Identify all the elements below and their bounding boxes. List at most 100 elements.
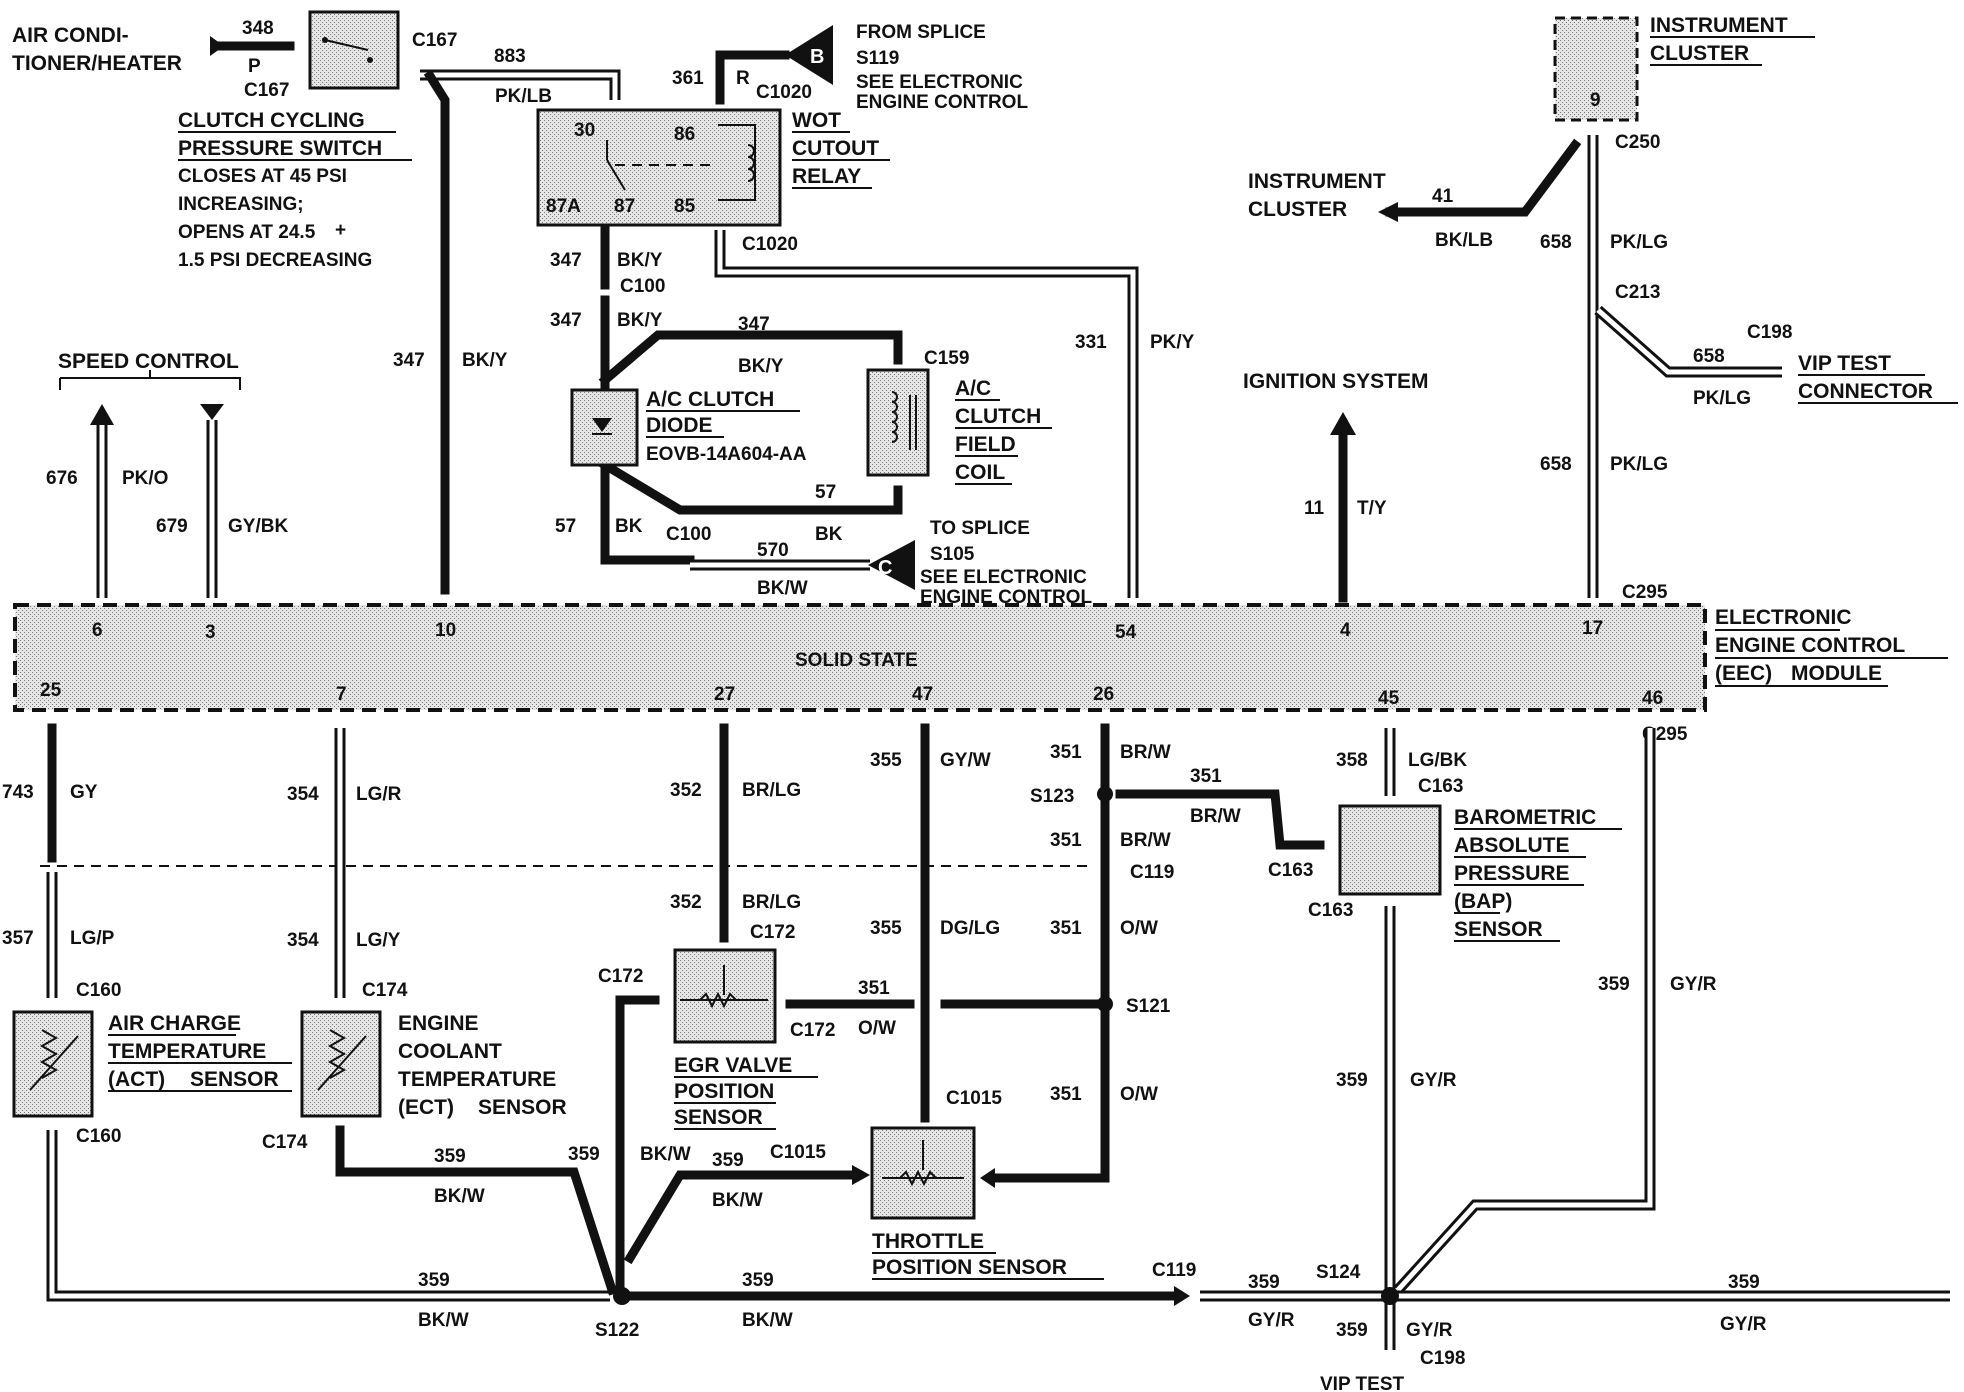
from-splice-text: FROM SPLICE <box>856 22 986 43</box>
egr-title: POSITION <box>674 1080 774 1103</box>
cluster-pin: 9 <box>1590 90 1601 111</box>
vip-connector-label: CONNECTOR <box>1798 380 1933 403</box>
wire-number: 11 <box>1304 498 1325 519</box>
bap-title: ABSOLUTE <box>1454 834 1570 857</box>
field-coil-title: COIL <box>955 461 1005 484</box>
eec-pin: 46 <box>1642 688 1663 709</box>
wire-number: 351 <box>1190 766 1222 787</box>
wire-number: 359 <box>742 1270 774 1291</box>
egr-title: SENSOR <box>674 1106 763 1129</box>
wire-number: 883 <box>494 46 526 67</box>
relay-title: WOT <box>792 109 841 132</box>
wire-number: 679 <box>156 516 188 537</box>
eec-pin: 27 <box>714 684 735 705</box>
from-splice-text: S119 <box>856 48 899 69</box>
connector-label: C1015 <box>946 1088 1002 1109</box>
connector-label: C100 <box>666 524 711 545</box>
wire-color: BR/W <box>1120 742 1171 763</box>
wire-color: BK/Y <box>617 250 663 271</box>
relay-title: CUTOUT <box>792 137 879 160</box>
from-splice-text: SEE ELECTRONIC <box>856 72 1023 93</box>
wire-color: GY/R <box>1670 974 1717 995</box>
to-splice-text: SEE ELECTRONIC <box>920 567 1087 588</box>
from-splice-b: B 361 R C1020 FROM SPLICE S119 SEE ELECT… <box>672 22 1028 113</box>
field-coil-title: CLUTCH <box>955 405 1041 428</box>
wire-color: BK <box>615 516 643 537</box>
clutch-switch-box <box>308 10 400 90</box>
wire-color: LG/BK <box>1408 750 1467 771</box>
wire-color: GY/R <box>1248 1310 1295 1331</box>
wire-number: 359 <box>434 1146 466 1167</box>
splice-letter: B <box>810 46 824 68</box>
wire-color: BR/LG <box>742 892 801 913</box>
diode-part: EOVB-14A604-AA <box>646 444 807 465</box>
act-circuit: 743 GY 357 LG/P C160 AIR CHARGE TEMPERAT… <box>2 723 610 1331</box>
ac-heater-label: AIR CONDI- <box>12 24 129 47</box>
bap-box <box>1338 804 1442 896</box>
speed-control-group: SPEED CONTROL 676 PK/O 679 GY/BK <box>46 350 288 598</box>
connector-label: C172 <box>750 922 795 943</box>
bap-title: (BAP) <box>1454 890 1512 913</box>
act-title: TEMPERATURE <box>108 1040 266 1063</box>
wire-number: 357 <box>2 928 34 949</box>
diode-title: A/C CLUTCH <box>646 388 774 411</box>
bap-title: SENSOR <box>1454 918 1543 941</box>
cluster-left-label: INSTRUMENT <box>1248 170 1386 193</box>
eec-pin: 6 <box>92 620 103 641</box>
wire-color: BR/W <box>1120 830 1171 851</box>
connector-label: C100 <box>620 276 665 297</box>
splice-label: S121 <box>1126 996 1171 1017</box>
wire-number: 351 <box>1050 918 1082 939</box>
eec-pin: 45 <box>1378 688 1400 709</box>
ac-clutch-circuit: 347 BK/Y C100 347 BK/Y 347 BK/Y C159 A/C… <box>550 225 1092 608</box>
wire-color: BR/LG <box>742 780 801 801</box>
wire-color: PK/LB <box>495 86 552 107</box>
connector-label: C160 <box>76 980 121 1001</box>
tps-title: THROTTLE <box>872 1230 984 1253</box>
ect-title: TEMPERATURE <box>398 1068 556 1091</box>
wire-color: BK/W <box>418 1310 469 1331</box>
wire-number: 57 <box>555 516 576 537</box>
wire-number: 41 <box>1432 186 1454 207</box>
wire-number: 347 <box>550 250 582 271</box>
to-splice-text: TO SPLICE <box>930 518 1030 539</box>
connector-label: C198 <box>1420 1348 1465 1369</box>
cluster-left-label: CLUSTER <box>1248 198 1347 221</box>
wire-color: P <box>248 56 261 77</box>
relay-pin: 87 <box>614 196 635 217</box>
connector-label: C250 <box>1615 132 1660 153</box>
connector-label: C1020 <box>756 82 812 103</box>
relay-pin: 87A <box>546 196 581 217</box>
connector-label: C295 <box>1622 582 1668 603</box>
connector-label: C172 <box>790 1020 835 1041</box>
eec-pin: 17 <box>1582 618 1603 639</box>
wire-number: 331 <box>1075 332 1107 353</box>
vip-test-label: VIP TEST <box>1320 1374 1405 1392</box>
diode-title: DIODE <box>646 414 713 437</box>
wire-color: BK/W <box>757 578 808 599</box>
relay-pin: 86 <box>674 124 695 145</box>
ect-title: SENSOR <box>478 1096 567 1119</box>
connector-label: C172 <box>598 966 643 987</box>
wire-color: T/Y <box>1357 498 1387 519</box>
eec-pin: 47 <box>912 684 933 705</box>
wire-number: 347 <box>550 310 582 331</box>
wire-number: 359 <box>1336 1070 1368 1091</box>
wire-number: 351 <box>1050 1084 1082 1105</box>
wire-color: PK/LG <box>1693 388 1751 409</box>
eec-pin: 3 <box>205 622 216 643</box>
wire-number: 358 <box>1336 750 1368 771</box>
act-title: AIR CHARGE <box>108 1012 241 1035</box>
wire-number: 359 <box>1336 1320 1368 1341</box>
connector-label: C174 <box>262 1132 308 1153</box>
wire-color: GY/W <box>940 750 991 771</box>
wire-number: 359 <box>712 1150 744 1171</box>
eec-pin: 54 <box>1115 622 1137 643</box>
wire-number: 361 <box>672 68 704 89</box>
wire-number: 359 <box>1248 1272 1280 1293</box>
wire-color: BK/W <box>434 1186 485 1207</box>
splice-label: S124 <box>1316 1262 1361 1283</box>
wire-number: 355 <box>870 918 902 939</box>
clutch-switch-title: PRESSURE SWITCH <box>178 137 382 160</box>
